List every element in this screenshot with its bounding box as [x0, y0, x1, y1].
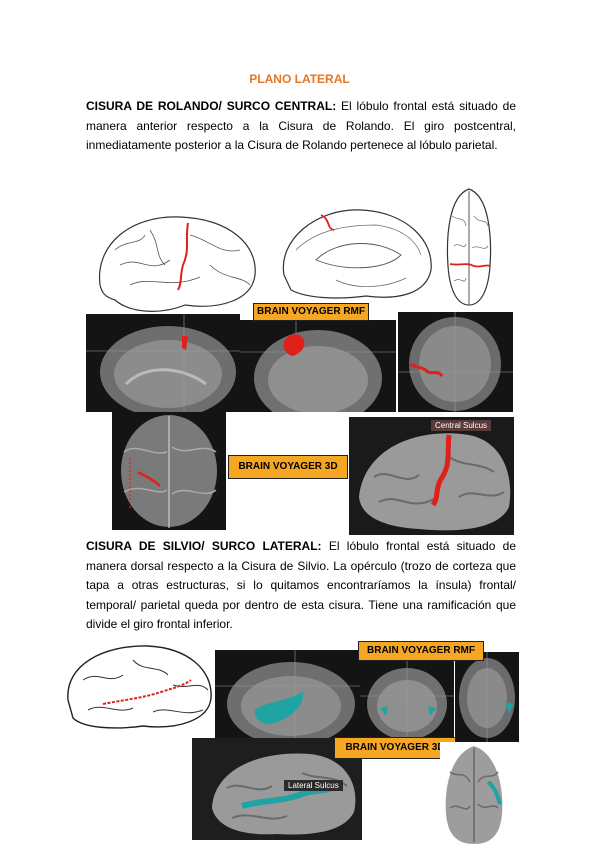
coronal-mri-central	[240, 320, 396, 412]
medial-brain-sketch	[276, 200, 436, 308]
3d-brain-lateral-sulcus: Lateral Sulcus	[192, 738, 362, 840]
brain-voyager-rmf-badge: BRAIN VOYAGER RMF	[253, 303, 369, 321]
brain-voyager-3d-badge: BRAIN VOYAGER 3D	[228, 455, 348, 479]
section-body: El lóbulo frontal está situado de manera…	[86, 99, 516, 152]
brain-voyager-3d-badge-2: BRAIN VOYAGER 3D	[334, 737, 456, 759]
lateral-brain-sketch	[90, 205, 262, 317]
section-central-sulcus: CISURA DE ROLANDO/ SURCO CENTRAL: El lób…	[86, 97, 516, 156]
page-title: PLANO LATERAL	[249, 72, 350, 86]
section-body: El lóbulo frontal está situado de manera…	[86, 539, 517, 631]
3d-brain-central-sulcus: Central Sulcus	[349, 417, 514, 535]
axial-mri-lateral	[455, 652, 519, 742]
sagittal-mri-central	[86, 314, 240, 412]
lateral-sulcus-sketch	[63, 640, 215, 732]
section-heading: CISURA DE ROLANDO/ SURCO CENTRAL:	[86, 99, 337, 113]
brain-voyager-rmf-badge-2: BRAIN VOYAGER RMF	[358, 641, 484, 661]
dorsal-3d-brain-lateral	[440, 742, 508, 846]
section-heading: CISURA DE SILVIO/ SURCO LATERAL:	[86, 539, 322, 553]
central-sulcus-label: Central Sulcus	[431, 420, 492, 431]
sagittal-mri-lateral	[215, 650, 360, 742]
dorsal-brain-sketch	[444, 186, 494, 308]
lateral-sulcus-label: Lateral Sulcus	[284, 780, 343, 791]
axial-mri-central	[398, 312, 513, 412]
axial-3d-brain-central	[112, 412, 226, 530]
coronal-mri-lateral	[360, 656, 454, 742]
section-lateral-sulcus: CISURA DE SILVIO/ SURCO LATERAL: El lóbu…	[86, 537, 516, 635]
